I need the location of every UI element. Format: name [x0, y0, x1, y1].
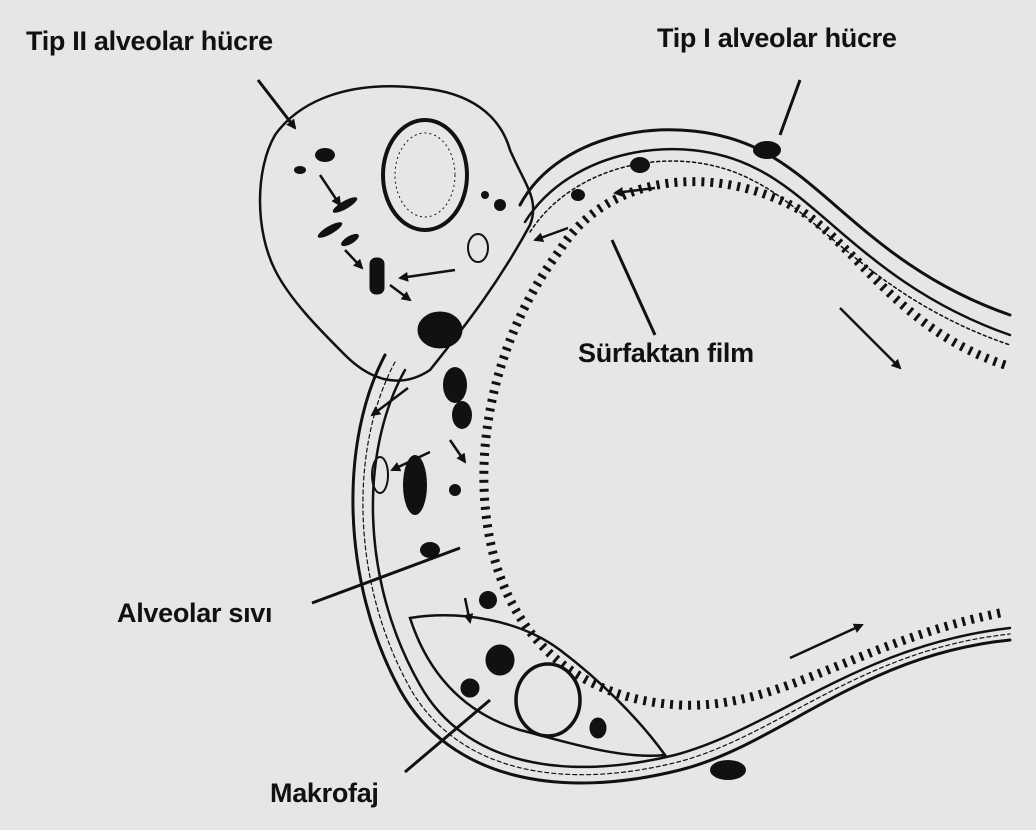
macrophage-nucleus: [516, 664, 580, 736]
surfactant-film: [484, 182, 1005, 706]
type2-cell: [260, 86, 533, 380]
label-type2-cell: Tip II alveolar hücre: [26, 26, 273, 57]
type2-granules: [294, 148, 506, 429]
flow-arrows: [320, 175, 900, 658]
label-alveolar-fluid: Alveolar sıvı: [117, 598, 272, 629]
lamellar-body: [418, 312, 462, 348]
label-leaders: [258, 80, 800, 772]
type2-nucleus: [383, 120, 467, 230]
type1-nucleus: [753, 141, 781, 159]
alveolar-fluid-particles: [372, 157, 650, 609]
label-surfactant-film: Sürfaktan film: [578, 338, 754, 369]
wall-nucleus: [710, 760, 746, 780]
label-macrophage: Makrofaj: [270, 778, 379, 809]
alveolar-wall: [353, 130, 1010, 783]
label-type1-cell: Tip I alveolar hücre: [657, 23, 897, 54]
